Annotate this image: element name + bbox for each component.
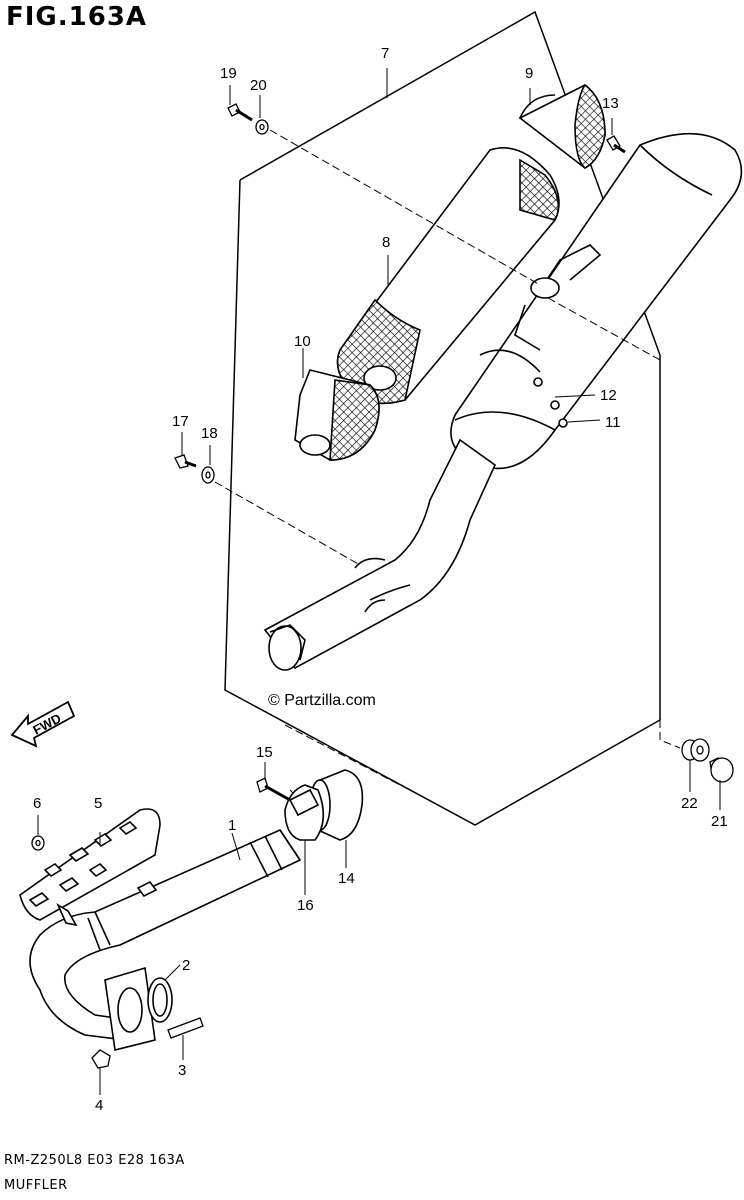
callout-7: 7 [381, 45, 389, 62]
callout-16: 16 [297, 897, 314, 914]
nut-4 [91, 1049, 111, 1069]
callout-3: 3 [178, 1062, 186, 1079]
callout-21: 21 [711, 813, 728, 830]
stud-bolt-3 [167, 1017, 204, 1039]
callout-17: 17 [172, 413, 189, 430]
fwd-label: FWD [30, 711, 63, 738]
callout-1: 1 [228, 817, 236, 834]
callout-12: 12 [600, 387, 617, 404]
callout-13: 13 [602, 95, 619, 112]
callout-22: 22 [681, 795, 698, 812]
bolt-19 [227, 103, 253, 122]
bolt-17 [174, 454, 197, 469]
callout-20: 20 [250, 77, 267, 94]
packing-inner-pipe [336, 146, 560, 405]
washer-20 [255, 119, 269, 135]
exhaust-flange [104, 966, 156, 1051]
callout-11: 11 [605, 414, 621, 431]
bolt-13 [606, 135, 626, 154]
watermark: © Partzilla.com [268, 692, 376, 709]
callout-19: 19 [220, 65, 237, 82]
callout-8: 8 [382, 234, 390, 251]
callout-9: 9 [525, 65, 533, 82]
gasket-2 [147, 977, 173, 1023]
callout-leaders [37, 68, 721, 1095]
washer-18 [201, 466, 215, 484]
nut-6 [31, 835, 45, 851]
callout-labels: 7 9 13 19 20 8 10 17 18 12 11 22 21 15 1… [33, 45, 728, 1114]
silencer-body [450, 132, 743, 470]
grommet-22 [681, 738, 710, 762]
callout-6: 6 [33, 795, 41, 812]
fwd-arrow-icon: FWD [10, 700, 76, 748]
clamp-16 [284, 784, 325, 841]
callout-10: 10 [294, 333, 311, 350]
front-cap [294, 369, 380, 461]
clamp-bolt-15 [256, 777, 291, 802]
heat-shield [19, 808, 161, 927]
footer-section-name: MUFFLER [4, 1178, 68, 1193]
footer-model-code: RM-Z250L8 E03 E28 163A [4, 1153, 185, 1168]
end-cap [518, 83, 606, 169]
collar-21 [709, 757, 734, 783]
leader-lines-dashed [214, 129, 681, 801]
exhaust-pipe [29, 828, 302, 1041]
callout-4: 4 [95, 1097, 103, 1114]
callout-5: 5 [94, 795, 102, 812]
callout-15: 15 [256, 744, 273, 761]
callout-14: 14 [338, 870, 355, 887]
callout-18: 18 [201, 425, 218, 442]
callout-2: 2 [182, 957, 190, 974]
figure-title: FIG.163A [6, 2, 148, 32]
tail-pipe [263, 438, 497, 671]
